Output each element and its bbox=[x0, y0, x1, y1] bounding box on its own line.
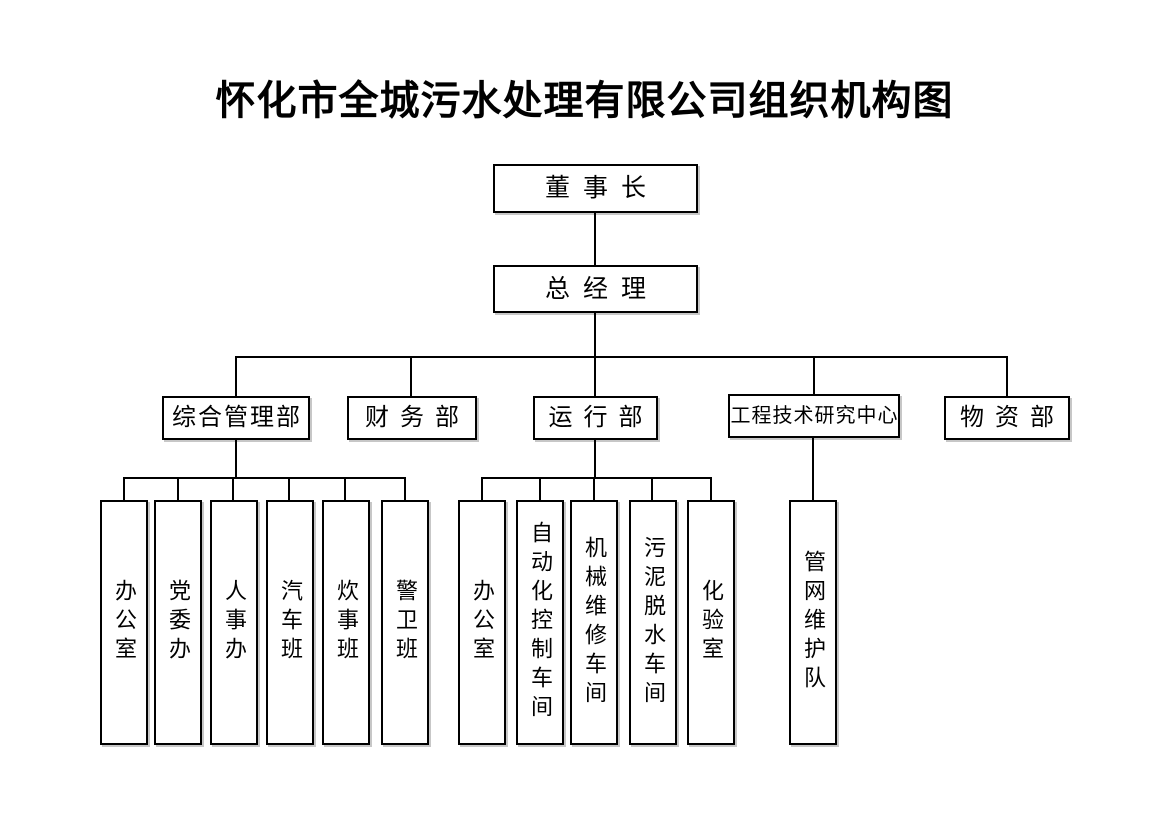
connector-line bbox=[404, 477, 406, 500]
connector-line bbox=[594, 440, 596, 478]
node-unit-motor-pool: 汽车班 bbox=[266, 500, 314, 745]
connector-rail bbox=[235, 356, 1008, 358]
node-chairman: 董事长 bbox=[493, 164, 698, 213]
connector-line bbox=[288, 477, 290, 500]
node-unit-cooking-team: 炊事班 bbox=[322, 500, 370, 745]
node-dept-general-management: 综合管理部 bbox=[162, 396, 310, 440]
connector-line bbox=[481, 477, 483, 500]
node-dept-materials: 物资部 bbox=[944, 396, 1070, 440]
node-unit-sludge-dewatering-workshop: 污泥脱水车间 bbox=[629, 500, 677, 745]
connector-line bbox=[410, 356, 412, 396]
node-unit-personnel-office: 人事办 bbox=[210, 500, 258, 745]
node-unit-mechanical-maintenance-workshop: 机械维修车间 bbox=[570, 500, 618, 745]
connector-line bbox=[813, 356, 815, 394]
connector-line bbox=[344, 477, 346, 500]
chart-title: 怀化市全城污水处理有限公司组织机构图 bbox=[215, 78, 954, 123]
connector-line bbox=[812, 438, 814, 500]
connector-line bbox=[651, 477, 653, 500]
node-dept-engineering-research-center: 工程技术研究中心 bbox=[728, 394, 900, 438]
connector-rail bbox=[481, 477, 711, 479]
node-unit-office-gm: 办公室 bbox=[100, 500, 148, 745]
connector-line bbox=[594, 313, 596, 396]
node-unit-office-ops: 办公室 bbox=[458, 500, 506, 745]
connector-line bbox=[539, 477, 541, 500]
connector-line bbox=[594, 213, 596, 265]
connector-line bbox=[710, 477, 712, 500]
node-dept-finance: 财务部 bbox=[347, 396, 477, 440]
node-unit-party-committee-office: 党委办 bbox=[154, 500, 202, 745]
connector-line bbox=[593, 477, 595, 500]
connector-line bbox=[235, 356, 237, 396]
node-dept-operations: 运行部 bbox=[533, 396, 658, 440]
connector-line bbox=[235, 440, 237, 478]
connector-line bbox=[177, 477, 179, 500]
node-unit-automation-control-workshop: 自动化控制车间 bbox=[516, 500, 564, 745]
node-unit-pipeline-maintenance-team: 管网维护队 bbox=[789, 500, 837, 745]
node-unit-guard-team: 警卫班 bbox=[381, 500, 429, 745]
connector-rail bbox=[123, 477, 406, 479]
connector-line bbox=[1006, 356, 1008, 396]
connector-line bbox=[232, 477, 234, 500]
node-general-manager: 总经理 bbox=[493, 265, 698, 313]
connector-line bbox=[123, 477, 125, 500]
node-unit-laboratory: 化验室 bbox=[687, 500, 735, 745]
